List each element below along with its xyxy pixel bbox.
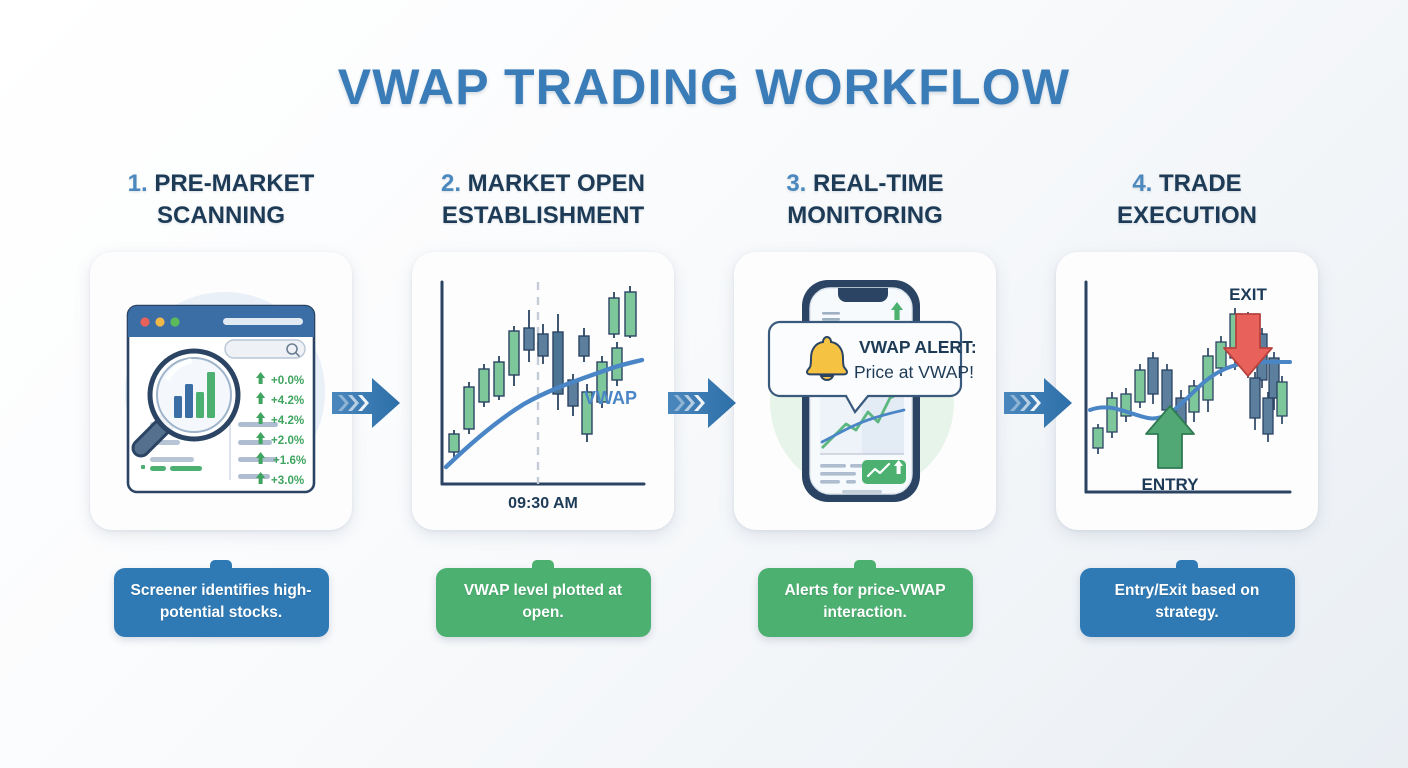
screener-change-value: +3.0% [271,474,304,487]
vwap-line [1088,360,1292,421]
alert-body: Price at VWAP! [854,362,974,382]
screener-change-value: +1.6% [273,454,306,467]
magnified-bar-chart [174,372,215,418]
vwap-label: VWAP [584,388,637,408]
candlestick-series-right [1249,372,1288,442]
candlestick-series [448,310,623,457]
step-3-illustration-card: VWAP ALERT: Price at VWAP! [734,252,996,530]
step-1-caption-wrap: Screener identifies high-potential stock… [113,560,329,637]
market-open-time-label: 09:30 AM [508,495,578,512]
phone-notch [838,288,888,302]
page-title: VWAP TRADING WORKFLOW [337,59,1071,115]
exit-arrow-down-icon [1223,313,1273,377]
step-4-illustration-card: EXIT ENTRY [1056,252,1318,530]
exit-label: EXIT [1229,285,1267,304]
alert-title: VWAP ALERT: [859,337,977,357]
trend-up-icon [891,302,903,320]
screener-change-value: +4.2% [271,414,304,427]
step-1-illustration-card: +0.0% +4.2% +4.2% +2.0% [90,252,352,530]
vwap-line [443,357,645,470]
step-4-caption: Entry/Exit based on strategy. [1079,560,1295,637]
step-4-caption-wrap: Entry/Exit based on strategy. [1079,560,1295,637]
screener-change-value: +2.0% [271,434,304,447]
bell-icon [805,335,849,381]
step-1-number: 1. [127,170,148,197]
exit-marker: EXIT [1223,285,1273,377]
step-2-caption-wrap: VWAP level plotted at open. [435,560,651,637]
screener-change-value: +0.0% [271,374,304,387]
vwap-alert-bubble: VWAP ALERT: Price at VWAP! [767,320,977,414]
chart-axes [440,280,646,486]
magnifier-icon [131,348,241,458]
candlestick-series-right [578,286,637,362]
phone-action-button [862,460,906,484]
entry-marker: ENTRY [1142,405,1200,494]
step-1-caption: Screener identifies high-potential stock… [113,560,329,637]
entry-arrow-up-icon [1145,405,1195,469]
step-2-caption: VWAP level plotted at open. [435,560,651,637]
step-3-caption-wrap: Alerts for price-VWAP interaction. [757,560,973,637]
screener-change-list: +0.0% +4.2% +4.2% +2.0% [256,372,306,487]
phone-home-bar [842,490,882,494]
step-2-number: 2. [440,170,461,197]
chart-axes [1084,280,1292,494]
phone-vwap-line [820,408,906,444]
phone-text-lines [820,464,864,484]
screener-change-value: +4.2% [271,394,304,407]
step-4-number: 4. [1132,170,1153,197]
step-2-illustration-card: VWAP 09:30 AM [412,252,674,530]
step-3-caption: Alerts for price-VWAP interaction. [757,560,973,637]
step-3-number: 3. [786,170,807,197]
entry-label: ENTRY [1142,475,1200,494]
